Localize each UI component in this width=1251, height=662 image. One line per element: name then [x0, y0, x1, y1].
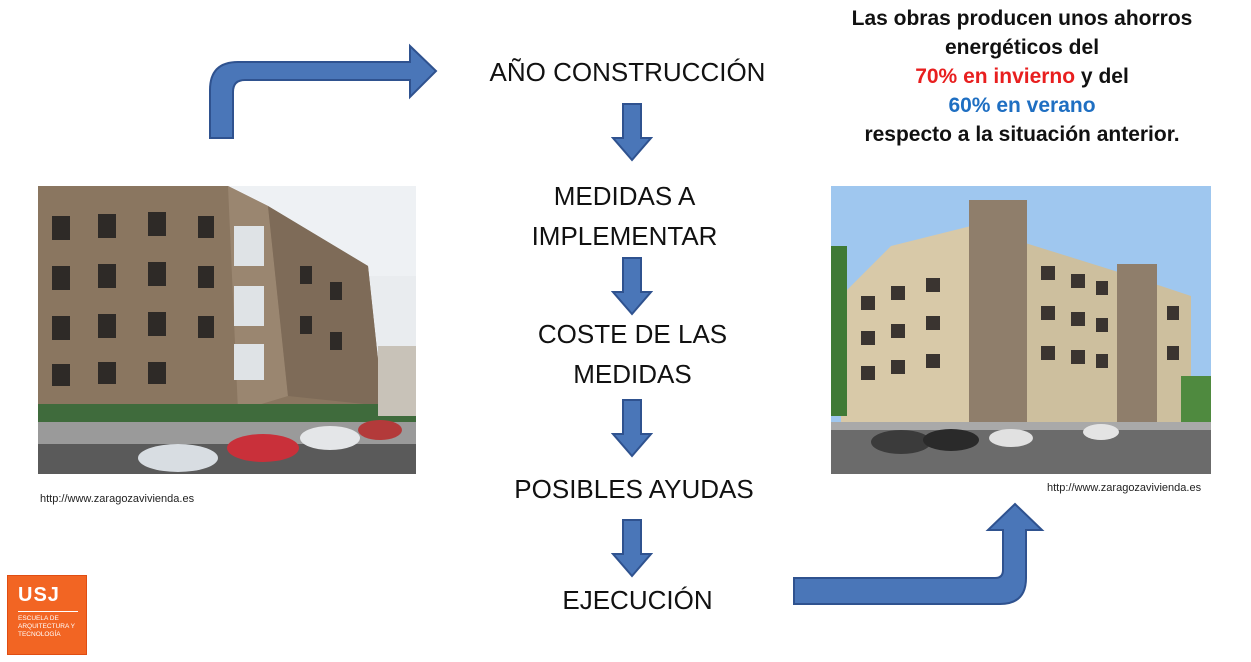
- after-photo-source: http://www.zaragozavivienda.es: [1047, 482, 1202, 494]
- step-coste-medidas: COSTE DE LAS MEDIDAS: [537, 319, 728, 389]
- down-arrow-2: [611, 257, 653, 316]
- after-building-photo: [831, 186, 1211, 474]
- down-arrow-1: [611, 103, 653, 162]
- before-photo-source: http://www.zaragozavivienda.es: [40, 493, 195, 505]
- note-connector: y del: [1075, 65, 1129, 88]
- usj-logo: USJ ESCUELA DE ARQUITECTURA Y TECNOLOGÍA: [7, 575, 87, 655]
- before-building-photo: [38, 186, 416, 474]
- logo-title: USJ: [18, 584, 60, 606]
- down-arrow-3: [611, 399, 653, 458]
- winter-savings: 70% en invierno: [915, 65, 1076, 88]
- summer-savings: 60% en verano: [948, 94, 1096, 117]
- step-medidas-implementar: MEDIDAS A IMPLEMENTAR: [531, 181, 718, 251]
- logo-divider: [18, 611, 78, 612]
- energy-savings-note: Las obras producen unos ahorros energéti…: [842, 4, 1202, 149]
- note-ending: respecto a la situación anterior.: [864, 123, 1180, 146]
- step-posibles-ayudas: POSIBLES AYUDAS: [514, 474, 754, 504]
- down-arrow-4: [611, 519, 653, 578]
- step-ano-construccion: AÑO CONSTRUCCIÓN: [489, 57, 766, 87]
- note-intro: Las obras producen unos ahorros energéti…: [851, 7, 1193, 59]
- curved-arrow-top: [209, 43, 438, 139]
- step-ejecucion: EJECUCIÓN: [562, 585, 713, 615]
- curved-arrow-bottom: [793, 502, 1045, 605]
- logo-subtitle: ESCUELA DE ARQUITECTURA Y TECNOLOGÍA: [18, 615, 75, 638]
